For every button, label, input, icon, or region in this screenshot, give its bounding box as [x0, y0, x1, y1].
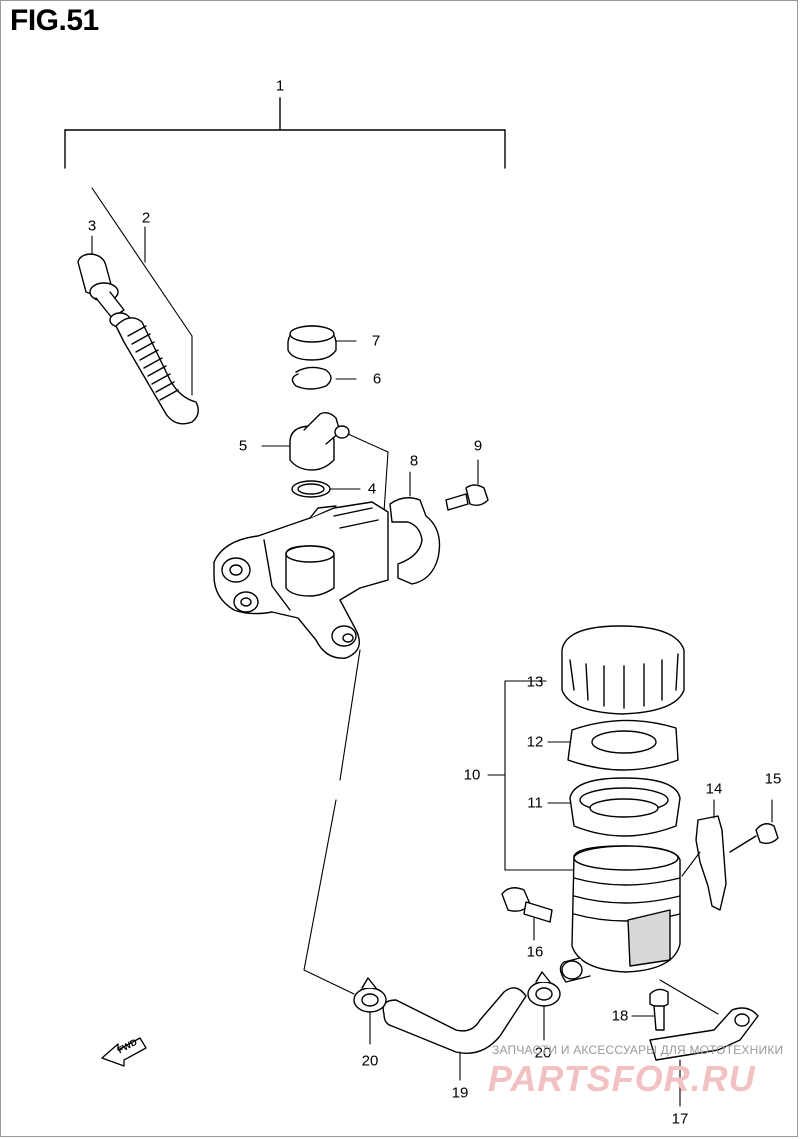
- plate-part-12: [567, 719, 679, 771]
- callout-12: 12: [526, 733, 544, 751]
- callout-1: 1: [275, 77, 285, 95]
- o-ring-part-4: [291, 480, 361, 498]
- bracket-part-14: [681, 799, 727, 911]
- master-cylinder-body: [213, 501, 389, 659]
- callout-2: 2: [141, 209, 151, 227]
- circlip-part-6: [291, 366, 357, 390]
- bolt-part-18: [631, 988, 669, 1031]
- bolt-part-15: [729, 799, 779, 853]
- clamp-part-20-right: [527, 971, 561, 1041]
- callout-15: 15: [764, 770, 782, 788]
- callout-9: 9: [473, 437, 483, 455]
- callout-3: 3: [87, 217, 97, 235]
- diaphragm-part-11: [569, 777, 681, 837]
- callout-20-right: 20: [534, 1044, 552, 1062]
- callout-13: 13: [526, 673, 544, 691]
- callout-10: 10: [463, 766, 481, 784]
- bolt-part-16: [501, 887, 553, 941]
- callout-5: 5: [238, 437, 248, 455]
- callout-8: 8: [409, 452, 419, 470]
- hose-part-19: [382, 987, 527, 1081]
- figure-title: FIG.51: [10, 4, 99, 37]
- connector-part-5: [261, 411, 389, 513]
- assembly-bracket-1: [64, 97, 506, 169]
- cap-part-7: [287, 325, 357, 361]
- clamp-part-8: [389, 471, 441, 585]
- callout-7: 7: [371, 332, 381, 350]
- callout-17: 17: [671, 1110, 689, 1128]
- forward-arrow-icon: [101, 1037, 147, 1067]
- callout-4: 4: [367, 480, 377, 498]
- stay-part-17: [649, 979, 759, 1107]
- clamp-part-20-left: [353, 977, 387, 1045]
- leader-part-2: [91, 187, 193, 396]
- watermark-logo: PARTSFOR.RU: [488, 1058, 756, 1099]
- bolt-part-9: [445, 459, 489, 511]
- watermark-text: ЗАПЧАСТИ И АКСЕССУАРЫ ДЛЯ МОТОТЕХНИКИ: [492, 1043, 784, 1057]
- callout-11: 11: [527, 794, 543, 812]
- callout-20-left: 20: [361, 1052, 379, 1070]
- piston-assembly: [77, 253, 199, 425]
- callout-19: 19: [451, 1084, 469, 1102]
- reservoir-cap-part-13: [561, 625, 685, 715]
- callout-16: 16: [526, 943, 544, 961]
- assembly-bracket-10: [487, 680, 575, 871]
- reservoir-body: [559, 845, 681, 983]
- callout-6: 6: [372, 370, 382, 388]
- callout-14: 14: [705, 780, 723, 798]
- hose-route: [303, 649, 361, 995]
- callout-18: 18: [611, 1007, 629, 1025]
